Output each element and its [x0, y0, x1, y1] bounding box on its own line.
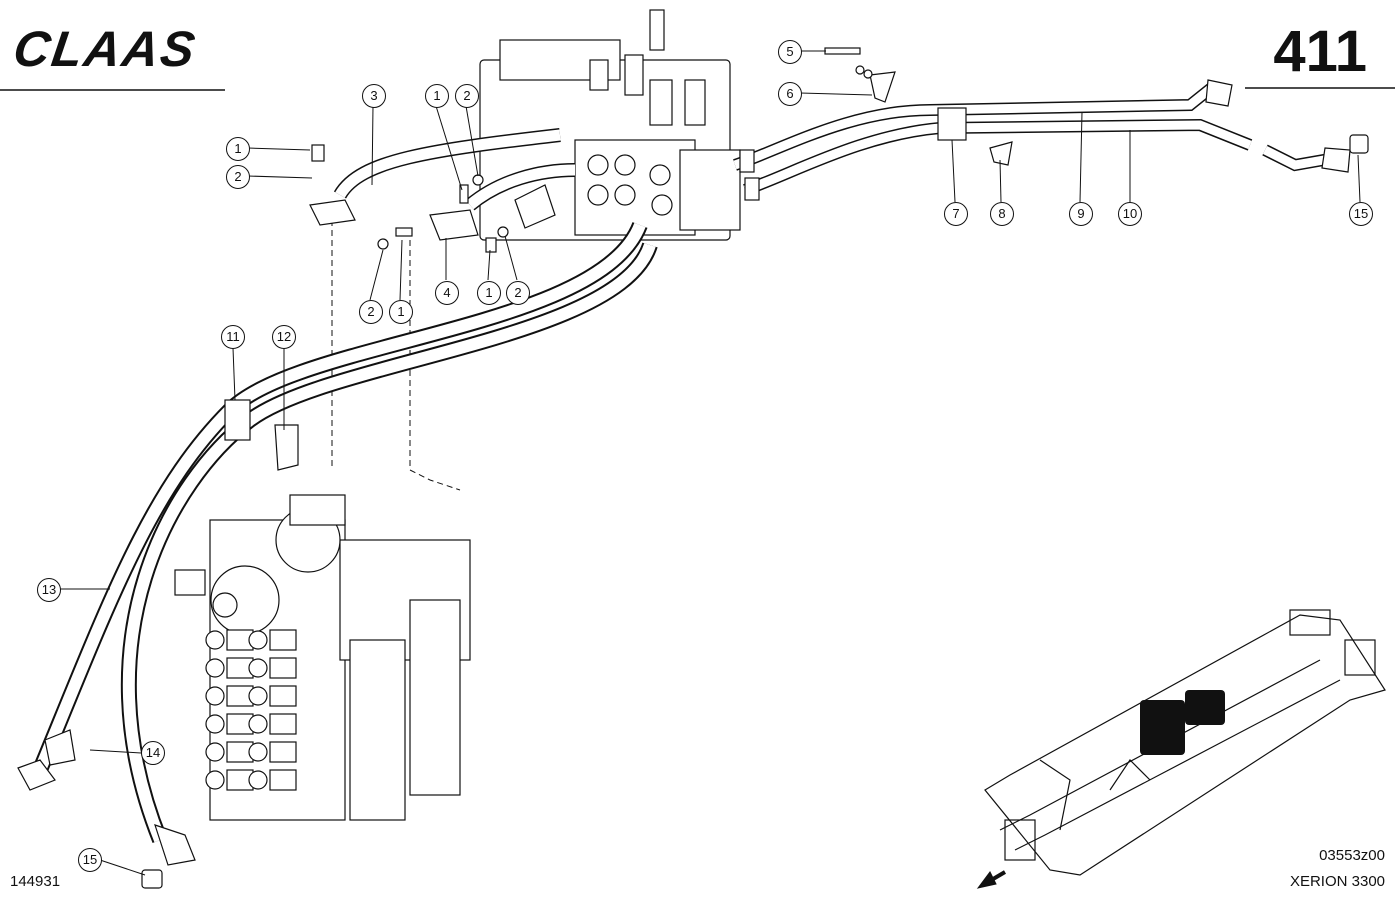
- callout-15[interactable]: 15: [78, 848, 102, 872]
- document-id: 144931: [10, 873, 61, 890]
- callout-2[interactable]: 2: [506, 281, 530, 305]
- callout-13[interactable]: 13: [37, 578, 61, 602]
- claas-logo: CLAAS: [10, 21, 201, 77]
- callout-5[interactable]: 5: [778, 40, 802, 64]
- callout-14[interactable]: 14: [141, 741, 165, 765]
- model-name: XERION 3300: [1289, 873, 1385, 890]
- callout-4[interactable]: 4: [435, 281, 459, 305]
- callout-15[interactable]: 15: [1349, 202, 1373, 226]
- callout-7[interactable]: 7: [944, 202, 968, 226]
- callout-6[interactable]: 6: [778, 82, 802, 106]
- callout-1[interactable]: 1: [389, 300, 413, 324]
- callout-2[interactable]: 2: [359, 300, 383, 324]
- callout-2[interactable]: 2: [226, 165, 250, 189]
- callout-1[interactable]: 1: [477, 281, 501, 305]
- callout-2[interactable]: 2: [455, 84, 479, 108]
- page-number: 411: [1273, 19, 1367, 84]
- callout-3[interactable]: 3: [362, 84, 386, 108]
- callout-1[interactable]: 1: [425, 84, 449, 108]
- callout-9[interactable]: 9: [1069, 202, 1093, 226]
- callout-8[interactable]: 8: [990, 202, 1014, 226]
- callout-12[interactable]: 12: [272, 325, 296, 349]
- callout-10[interactable]: 10: [1118, 202, 1142, 226]
- callout-1[interactable]: 1: [226, 137, 250, 161]
- callout-11[interactable]: 11: [221, 325, 245, 349]
- drawing-code: 03553z00: [1319, 847, 1385, 864]
